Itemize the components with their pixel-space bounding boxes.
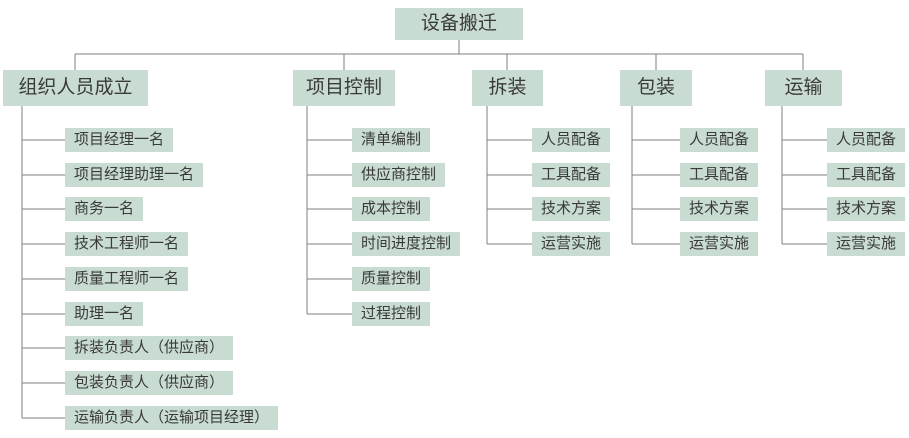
leaf-node: 成本控制 [352,197,431,221]
leaf-node: 运营实施 [827,232,906,256]
leaf-node: 质量控制 [352,267,431,291]
branch-header-packaging: 包装 [620,70,692,106]
leaf-node: 技术方案 [680,197,759,221]
leaf-node: 清单编制 [352,128,431,152]
leaf-node: 过程控制 [352,302,431,326]
leaf-node: 助理一名 [65,302,144,326]
branch-header-disassembly: 拆装 [472,70,543,106]
branch-header-organization-staffing: 组织人员成立 [3,70,148,106]
leaf-node: 工具配备 [827,163,906,187]
leaf-node: 时间进度控制 [352,232,461,256]
leaf-node: 包装负责人（供应商） [65,371,234,395]
leaf-node: 工具配备 [532,163,611,187]
branch-header-transport: 运输 [765,70,842,106]
leaf-node: 运输负责人（运输项目经理） [65,406,279,430]
leaf-node: 供应商控制 [352,163,446,187]
leaf-node: 项目经理一名 [65,128,174,152]
leaf-node: 工具配备 [680,163,759,187]
leaf-node: 运营实施 [680,232,759,256]
leaf-node: 人员配备 [680,128,759,152]
leaf-node: 技术方案 [827,197,906,221]
leaf-node: 人员配备 [532,128,611,152]
root-node: 设备搬迁 [395,8,523,40]
leaf-node: 拆装负责人（供应商） [65,336,234,360]
leaf-node: 质量工程师一名 [65,267,189,291]
leaf-node: 人员配备 [827,128,906,152]
leaf-node: 运营实施 [532,232,611,256]
leaf-node: 技术方案 [532,197,611,221]
leaf-node: 商务一名 [65,197,144,221]
leaf-node: 项目经理助理一名 [65,163,204,187]
branch-header-project-control: 项目控制 [293,70,395,106]
leaf-node: 技术工程师一名 [65,232,189,256]
